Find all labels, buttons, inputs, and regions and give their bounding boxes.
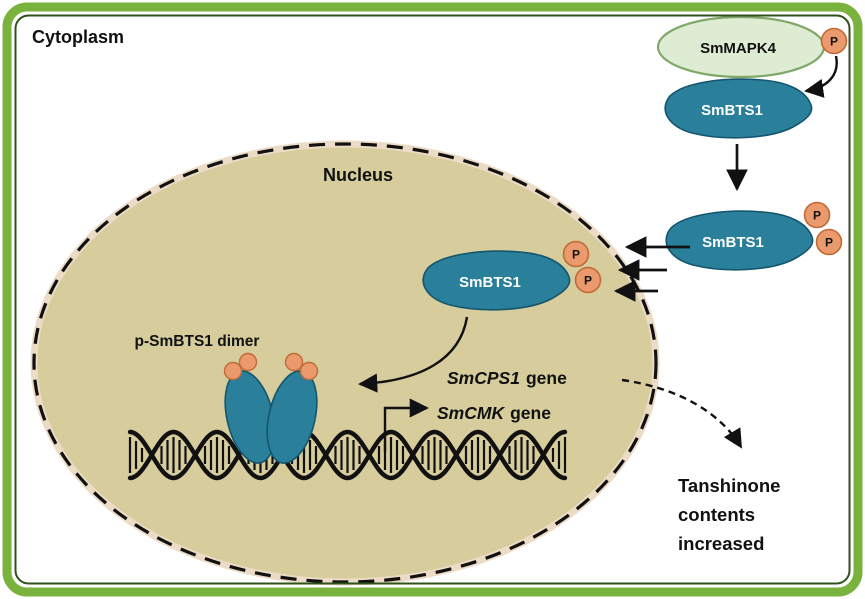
nucleus: Nucleus bbox=[30, 140, 660, 586]
outcome-line-3: increased bbox=[678, 533, 764, 554]
arrow-phosphate-transfer bbox=[804, 55, 838, 98]
gene-symbol-smcps1: SmCPS1 bbox=[447, 368, 520, 388]
p-smbts1-dimer: p-SmBTS1 dimer bbox=[135, 333, 319, 464]
smbts1-nuclear-label: SmBTS1 bbox=[459, 274, 521, 291]
outcome-line-2: contents bbox=[678, 504, 755, 525]
phosphate-dot-icon bbox=[238, 352, 258, 372]
dna-strand-2 bbox=[127, 429, 568, 481]
phosphate-badge: P bbox=[803, 201, 831, 229]
phosphate-circle-icon bbox=[815, 228, 843, 256]
phosphate-letter: P bbox=[584, 274, 592, 288]
phosphate-badge: P bbox=[815, 228, 843, 256]
smbts1-phospho-label: SmBTS1 bbox=[702, 234, 764, 251]
dimer-label: p-SmBTS1 dimer bbox=[135, 333, 260, 350]
phosphate-circle-icon bbox=[820, 27, 848, 55]
gene-symbol-smcmk: SmCMK bbox=[437, 403, 505, 423]
outcome-line-1: Tanshinone bbox=[678, 475, 780, 496]
nucleus-body bbox=[30, 140, 660, 586]
smbts1-cytosolic-label: SmBTS1 bbox=[701, 102, 763, 119]
nucleus-label: Nucleus bbox=[323, 165, 393, 185]
frame-inner bbox=[14, 14, 851, 585]
phosphate-letter: P bbox=[830, 35, 838, 49]
kinase-complex: SmMAPK4 SmBTS1 P bbox=[656, 15, 848, 139]
phosphate-dot-icon bbox=[284, 352, 304, 372]
phosphate-badge: P bbox=[820, 27, 848, 55]
arrows-nuclear-translocation bbox=[613, 236, 690, 302]
phosphate-circle-icon bbox=[562, 240, 590, 268]
cytoplasm-label: Cytoplasm bbox=[32, 27, 124, 47]
gene-word: gene bbox=[526, 368, 567, 388]
phosphate-letter: P bbox=[825, 236, 833, 250]
gene-word: gene bbox=[510, 403, 551, 423]
phosphate-dot-icon bbox=[299, 361, 319, 381]
arrow-genes-to-outcome bbox=[621, 378, 743, 449]
arrow-promoter-to-genes bbox=[383, 398, 429, 452]
dna-helix bbox=[127, 429, 568, 481]
phosphate-letter: P bbox=[813, 209, 821, 223]
smmapk4-label: SmMAPK4 bbox=[700, 40, 777, 57]
phosphate-circle-icon bbox=[574, 266, 602, 294]
arrow-smbts1-to-dimer bbox=[358, 316, 469, 393]
smbts1-nuclear: SmBTS1 P P bbox=[422, 240, 602, 311]
phosphate-badge: P bbox=[562, 240, 590, 268]
gene-label-smcps1: SmCPS1 gene bbox=[447, 368, 567, 388]
phosphate-dot-icon bbox=[223, 361, 243, 381]
phosphate-badge: P bbox=[574, 266, 602, 294]
phosphate-letter: P bbox=[572, 248, 580, 262]
nucleus-membrane bbox=[32, 142, 658, 584]
smbts1-phosphorylated: SmBTS1 P P bbox=[665, 201, 843, 271]
phosphate-circle-icon bbox=[803, 201, 831, 229]
outcome-text: Tanshinone contents increased bbox=[678, 475, 780, 554]
dna-strand-1 bbox=[127, 429, 568, 481]
